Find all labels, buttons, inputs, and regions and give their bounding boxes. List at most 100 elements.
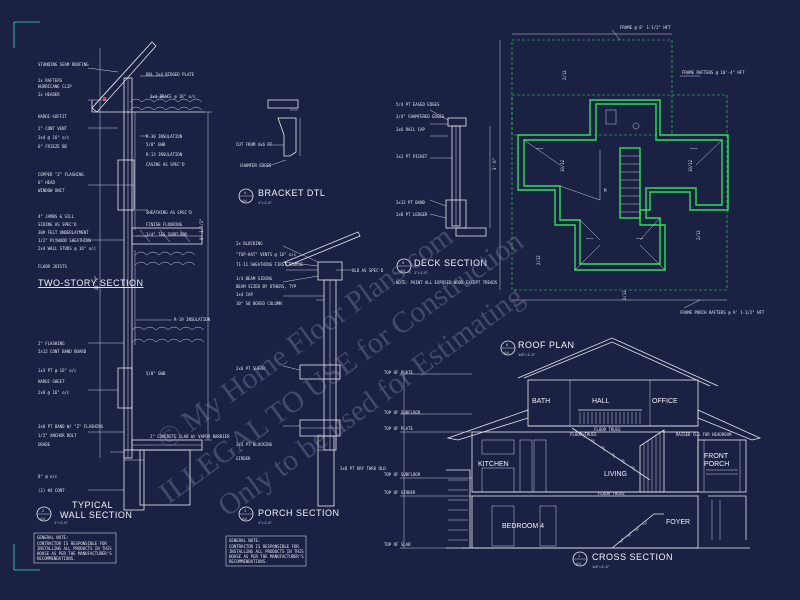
svg-text:2/12: 2/12 — [622, 290, 627, 300]
wall-note: 2x HEADER — [38, 92, 60, 97]
svg-text:M: M — [604, 188, 607, 193]
sheet-number: A4 — [40, 516, 46, 521]
wall-note: 2x RAFTERS — [38, 78, 63, 83]
deck-note: 2x6 RAIL CAP — [396, 127, 425, 132]
svg-text:2/12: 2/12 — [696, 230, 701, 240]
detail-number: 2 — [42, 508, 45, 513]
svg-text:9'-1 1/2": 9'-1 1/2" — [199, 218, 204, 240]
wall-note: 2x4 @ 16" o/c — [38, 135, 70, 140]
cross-scale: 1/4"=1'-0" — [592, 564, 610, 569]
wall-right-note: 5/8" GWB — [146, 371, 166, 376]
sheet-number: A4 — [576, 561, 582, 566]
wall-note: HARDI-SHEET — [38, 379, 65, 384]
wall-right-note: R-13 INSULATION — [146, 152, 183, 157]
level-mark: TOP OF PLATE — [384, 426, 413, 431]
wall-note: SIDING AS SPEC'D — [38, 222, 77, 227]
wall-note: 2" CONT VENT — [38, 126, 67, 131]
svg-text:10/12: 10/12 — [560, 159, 565, 172]
svg-text:~~~: ~~~ — [636, 236, 644, 241]
porch-note-col: OLD AS SPEC'D — [352, 268, 384, 273]
level-mark: TOP OF PLATE — [384, 370, 413, 375]
porch-note: 2x BLOCKING — [236, 241, 263, 246]
porch-note: 2x4 PT BLOCKING — [236, 442, 273, 447]
room-living: LIVING — [604, 471, 627, 478]
room-bath: BATH — [532, 398, 550, 405]
detail-number: 4 — [244, 190, 247, 195]
detail-number: 1 — [578, 553, 581, 558]
bracket-detail: CUT FROM 4x6 PT CHAMFER EDGES 4 A4 BRACK… — [236, 99, 325, 205]
cross-section: FLOOR TRUSS FLOOR TRUSS FLOOR TRUSS RAIS… — [384, 337, 762, 549]
sheet-corner-marks — [13, 21, 40, 571]
svg-text:2/12: 2/12 — [562, 70, 567, 80]
wall-note: 1x3 PT @ 16" o/c — [38, 368, 77, 373]
svg-text:10/12: 10/12 — [688, 159, 693, 172]
wall-note: WINDOW UNIT — [38, 188, 65, 193]
wall-note: 30# FELT UNDERLAYMENT — [38, 230, 89, 235]
wall-note: 2" FLASHING — [38, 341, 65, 346]
room-bedroom: BEDROOM 4 — [502, 523, 544, 530]
level-mark: TOP OF GIRDER — [384, 490, 416, 495]
deck-note: 2x8 PT LEDGER — [396, 212, 428, 217]
sheet-number: A4 — [242, 198, 248, 203]
wall-note: GRADE — [38, 442, 51, 447]
wall-note: (2) #4 CONT — [38, 488, 65, 493]
roof-scale: 1/8"=1'-0" — [518, 352, 536, 357]
roof-plan-title: ROOF PLAN — [518, 340, 575, 350]
deck-note: 2x12 PT BAND — [396, 200, 425, 205]
wall-right-note: 2" CONCRETE SLAB W/ VAPOR BARRIER — [150, 434, 230, 439]
bracket-dtl-title: BRACKET DTL — [258, 188, 325, 198]
cross-note: FLOOR TRUSS — [570, 432, 597, 437]
wall-note: 2x4 WALL STUDS @ 16" o/c — [38, 246, 96, 251]
room-foyer: FOYER — [666, 519, 690, 526]
porch-note: 2x6 PT SHEAR — [236, 366, 265, 371]
wall-right-note: 2x4 BRACE @ 16" o/c — [150, 94, 196, 99]
porch-note: "TOP-HAT" VENTS @ 16" o/c — [236, 252, 297, 257]
wall-note: HARDI-SOFFIT — [38, 114, 67, 119]
sheet-number: A4 — [242, 516, 248, 521]
wall-right-note: R-30 INSULATION — [146, 134, 183, 139]
svg-text:~~~: ~~~ — [536, 146, 544, 151]
typical-wall-title: TYPICAL WALL SECTION — [60, 500, 132, 520]
wall-right-note: FINISH FLOORING — [146, 222, 183, 227]
general-note-box-2: GENERAL NOTE: CONTRACTOR IS RESPONSIBLE … — [225, 535, 307, 567]
svg-text:~~~: ~~~ — [690, 146, 698, 151]
wall-note: FLOOR JOISTS — [38, 264, 67, 269]
cross-note: FLOOR TRUSS — [598, 491, 625, 496]
watermark: © My Home Floor Plans.com ILLEGAL TO USE… — [151, 220, 530, 523]
svg-text:~~~: ~~~ — [586, 236, 594, 241]
porch-note: BEAM SIZED BY OTHERS, TYP — [236, 284, 297, 289]
wall-scale: 1"=1'-0" — [54, 520, 69, 525]
deck-section: 3'-6" 5/4 PT EASED EDGES 3/4" CHAMFERED … — [396, 102, 498, 285]
general-note-text: GENERAL NOTE: CONTRACTOR IS RESPONSIBLE … — [37, 535, 114, 561]
room-office: OFFICE — [652, 398, 678, 405]
wall-note: HURRICANE CLIP — [38, 84, 72, 89]
roof-note: FRAME @ 8' 1-1/2" HFT — [620, 25, 671, 30]
sheet-number: A4 — [504, 350, 510, 355]
wall-note: 2x8 @ 16" o/c — [38, 390, 70, 395]
level-mark: TOP OF SLAB — [384, 542, 411, 547]
watermark-line: © My Home Floor Plans.com — [151, 220, 459, 457]
level-markers: TOP OF PLATE TOP OF SUBFLOOR TOP OF PLAT… — [384, 370, 472, 549]
cross-section-title: CROSS SECTION — [592, 552, 673, 562]
detail-number: 6 — [506, 342, 509, 347]
detail-number: 5 — [402, 260, 405, 265]
wall-note-leaders — [87, 67, 124, 491]
wall-notes-right: DBL 2x4 RIDGED PLATE 2x4 BRACE @ 16" o/c… — [136, 72, 230, 441]
room-hall: HALL — [592, 398, 610, 405]
deck-note-paint: NOTE: PAINT ALL EXPOSED WOOD EXCEPT TREA… — [396, 280, 498, 285]
wall-note: 2x12 CONT BAND BOARD — [38, 349, 87, 354]
wall-note: 4" JAMBS & SILL — [38, 214, 75, 219]
wall-notes-left: STANDING SEAM ROOFING 2x RAFTERS HURRICA… — [38, 62, 104, 493]
cross-note: FLOOR TRUSS — [594, 427, 621, 432]
wall-right-note: 5/8" GWB — [146, 142, 166, 147]
porch-note: T1-11 SHEATHING FIRST COURSE — [236, 262, 304, 267]
porch-note: 1x4 CAP — [236, 292, 253, 297]
sheet-number: A4 — [400, 268, 406, 273]
porch-section: OLD AS SPEC'D 2x BLOCKING "TOP-HAT" VENT… — [236, 231, 386, 525]
deck-note: 5/4 PT EASED EDGES — [396, 102, 440, 107]
detail-number: 3 — [244, 508, 247, 513]
wall-right-note: 3/4" T&G SUBFLOOR — [146, 232, 188, 237]
wall-note: 3x8 PT BAND W/ "Z" FLASHING — [38, 424, 104, 429]
roof-plan: M ~~~ ~~~ ~~~ ~~~ 2/12 2/12 2/12 2/12 10… — [499, 25, 765, 357]
svg-text:21'-0": 21'-0" — [94, 276, 99, 290]
